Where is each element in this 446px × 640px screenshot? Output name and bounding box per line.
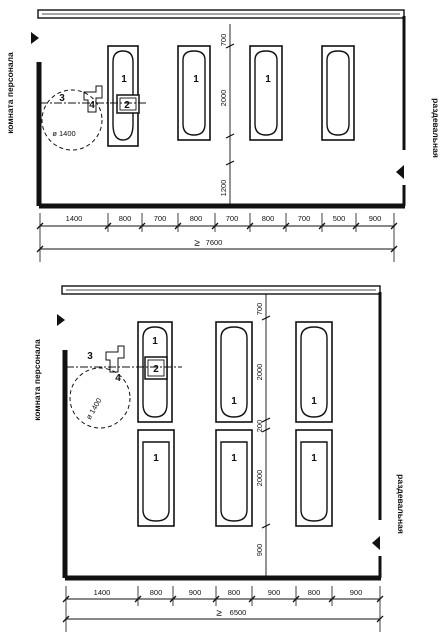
- wheelchair: [83, 85, 103, 113]
- hdim: 800: [228, 588, 241, 597]
- total-dim: 6500: [230, 608, 247, 617]
- hdim: 900: [268, 588, 281, 597]
- door-arrow-left: [31, 32, 39, 44]
- lift-device: [144, 356, 168, 380]
- tag-lift: 2: [124, 100, 130, 111]
- hdim: 700: [226, 214, 239, 223]
- hdim: 800: [308, 588, 321, 597]
- room-label-changing: раздевальная: [396, 474, 406, 534]
- tag-lift: 2: [153, 364, 159, 375]
- bathtub: [137, 429, 175, 527]
- hdim: 900: [369, 214, 382, 223]
- turning-circle: [41, 89, 103, 151]
- window-top: [37, 9, 405, 19]
- door-arrow-right: [396, 165, 404, 179]
- room-label-staff: комната персонала: [32, 339, 42, 421]
- room-label-staff: комната персонала: [5, 52, 15, 134]
- vdim-3: 1200: [219, 180, 228, 197]
- plan-1: 700 2000 1200 1 1 1 2: [5, 9, 441, 262]
- hdim: 800: [190, 214, 203, 223]
- tag-bathtub: 1: [121, 74, 127, 85]
- bathtub: [249, 45, 283, 141]
- hdim: 700: [298, 214, 311, 223]
- bathtub: [215, 321, 253, 423]
- bathtub: [321, 45, 355, 141]
- total-dim: 7600: [206, 238, 223, 247]
- bathtub: [295, 429, 333, 527]
- total-symbol: ≥: [194, 238, 200, 249]
- lift-device: [116, 94, 140, 114]
- hdim: 800: [150, 588, 163, 597]
- hdim: 700: [154, 214, 167, 223]
- hdim: 900: [189, 588, 202, 597]
- vdim-5: 900: [255, 544, 264, 557]
- plan-2: 700 2000 200 2000 900: [32, 285, 406, 632]
- wheelchair: [105, 345, 125, 373]
- tag-axis: 3: [87, 351, 93, 362]
- tag-wheelchair: 4: [89, 100, 95, 111]
- hdim: 1400: [94, 588, 111, 597]
- hdim: 900: [350, 588, 363, 597]
- bathtub: [215, 429, 253, 527]
- tag-bathtub: 1: [231, 396, 237, 407]
- bathtub: [137, 321, 173, 423]
- total-symbol: ≥: [216, 608, 222, 619]
- diameter-label: ø 1400: [52, 129, 75, 138]
- turning-circle: [69, 367, 131, 429]
- door-arrow-right: [372, 536, 380, 550]
- tag-bathtub: 1: [231, 453, 237, 464]
- tag-bathtub: 1: [153, 453, 159, 464]
- tag-bathtub: 1: [152, 336, 158, 347]
- vdim-1: 700: [255, 303, 264, 316]
- hdim: 800: [262, 214, 275, 223]
- hdim: 800: [119, 214, 132, 223]
- tag-bathtub: 1: [311, 396, 317, 407]
- vdim-3: 200: [255, 420, 264, 433]
- window-top: [61, 285, 381, 295]
- tag-bathtub: 1: [311, 453, 317, 464]
- tag-axis: 3: [59, 93, 65, 104]
- tag-bathtub: 1: [265, 74, 271, 85]
- room-label-changing: раздевальная: [431, 98, 441, 158]
- vdim-2: 2000: [255, 364, 264, 381]
- vdim-1: 700: [219, 34, 228, 47]
- diameter-label: ø 1400: [84, 396, 103, 421]
- hdim: 500: [333, 214, 346, 223]
- vdim-4: 2000: [255, 470, 264, 487]
- bathtub: [177, 45, 211, 141]
- tag-bathtub: 1: [193, 74, 199, 85]
- hdim: 1400: [66, 214, 83, 223]
- vdim-2: 2000: [219, 90, 228, 107]
- bathtub: [295, 321, 333, 423]
- tag-wheelchair: 4: [115, 373, 121, 384]
- door-arrow-left: [57, 314, 65, 326]
